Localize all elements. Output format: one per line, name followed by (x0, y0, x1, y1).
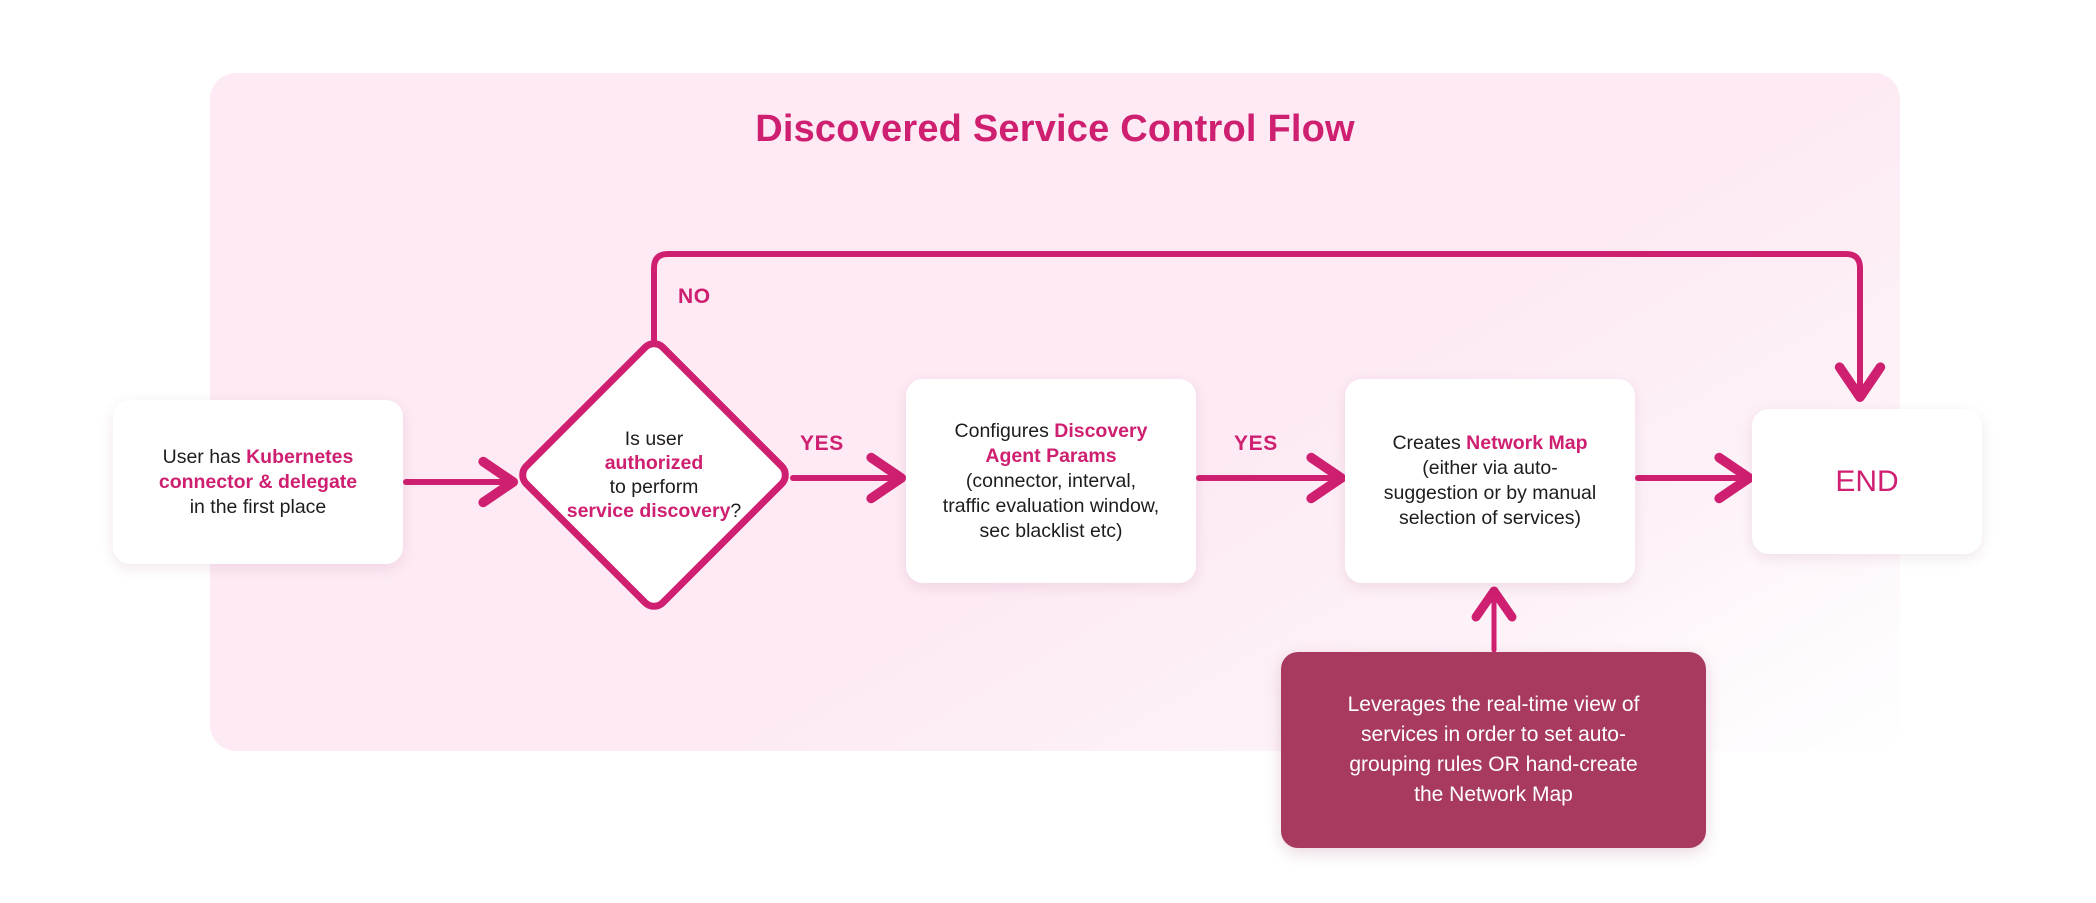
node-start-text: User has Kubernetes connector & delegate… (159, 445, 357, 520)
text-run: grouping rules OR hand-create (1349, 753, 1638, 776)
text-run-emphasis: Kubernetes (246, 445, 354, 468)
text-run: (connector, interval, (965, 469, 1137, 492)
node-start[interactable]: User has Kubernetes connector & delegate… (113, 400, 403, 564)
text-run-emphasis: service discovery (566, 500, 731, 522)
text-run: suggestion or by manual (1383, 482, 1597, 504)
node-end-label: END (1835, 465, 1899, 498)
text-run-emphasis: connector & delegate (158, 470, 358, 493)
text-run: ? (730, 500, 742, 522)
node-decision-text: Is user authorized to perform service di… (519, 340, 789, 610)
text-run-emphasis: authorized (604, 452, 704, 474)
text-run-emphasis: Agent Params (985, 444, 1117, 467)
text-run: in the first place (189, 495, 327, 518)
node-decision[interactable]: Is user authorized to perform service di… (512, 333, 796, 617)
edge-label-yes-decision: YES (800, 432, 844, 455)
node-params-text: Configures Discovery Agent Params (conne… (943, 419, 1159, 544)
text-run: sec blacklist etc) (979, 519, 1123, 542)
text-run: services in order to set auto- (1361, 723, 1626, 746)
text-run: (either via auto- (1422, 457, 1558, 479)
text-run: traffic evaluation window, (942, 494, 1160, 517)
text-run: Configures (954, 419, 1055, 442)
node-note-text: Leverages the real-time view of services… (1348, 690, 1640, 810)
node-end[interactable]: END (1752, 409, 1982, 554)
node-creates-network-map[interactable]: Creates Network Map (either via auto- su… (1345, 379, 1635, 583)
node-configure-discovery-agent-params[interactable]: Configures Discovery Agent Params (conne… (906, 379, 1196, 583)
node-annotation-network-map[interactable]: Leverages the real-time view of services… (1281, 652, 1706, 848)
text-run-emphasis: Network Map (1466, 432, 1588, 454)
diagram-title: Discovered Service Control Flow (755, 108, 1355, 150)
text-run: selection of services) (1398, 507, 1582, 529)
edge-label-yes-params: YES (1234, 432, 1278, 455)
text-run: Creates (1392, 432, 1467, 454)
text-run: User has (162, 445, 247, 468)
text-run: to perform (609, 476, 699, 498)
node-netmap-text: Creates Network Map (either via auto- su… (1384, 431, 1596, 531)
edge-label-no: NO (678, 285, 711, 308)
text-run: Is user (624, 428, 684, 450)
text-run: Leverages the real-time view of (1347, 693, 1640, 716)
text-run-emphasis: Discovery (1054, 419, 1148, 442)
text-run: the Network Map (1414, 783, 1573, 806)
